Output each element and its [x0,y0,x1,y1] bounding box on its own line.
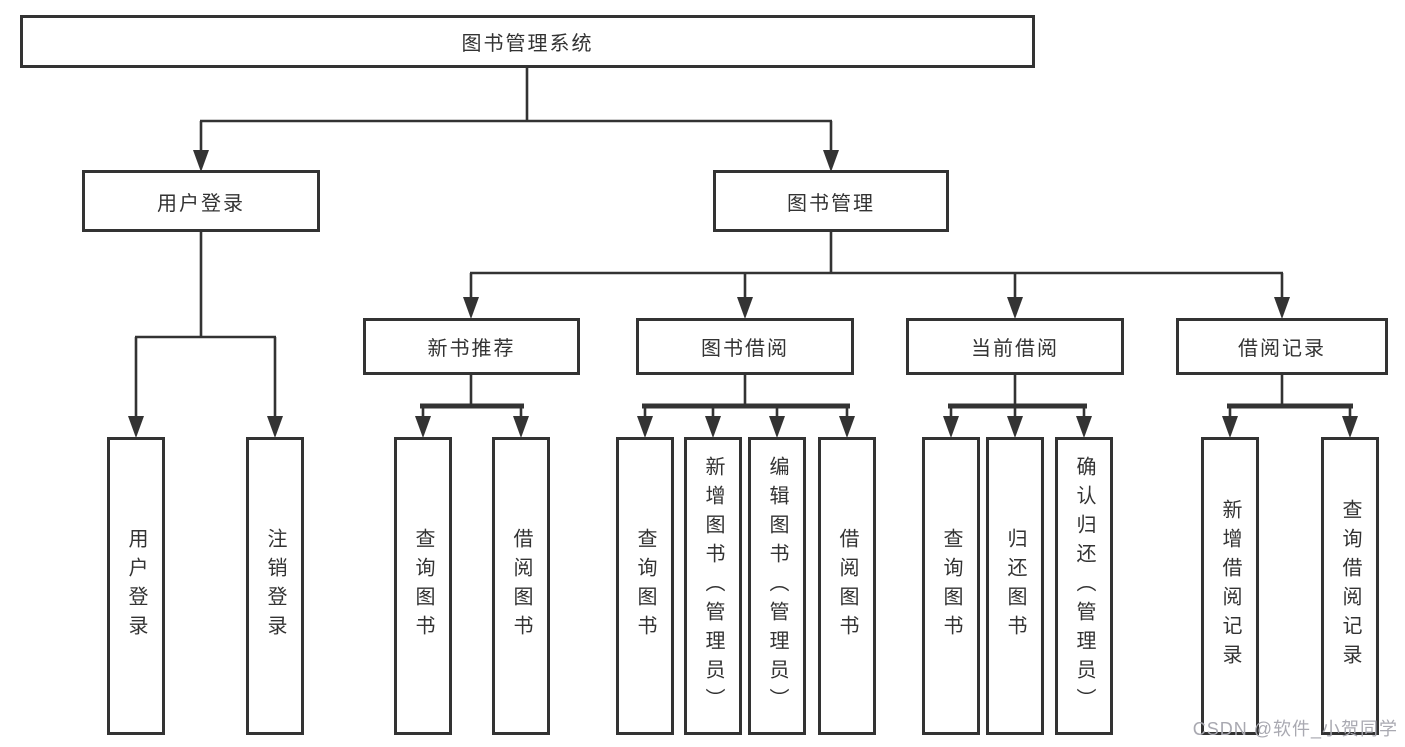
leaf-add-books-admin: 新增图书（管理员） [684,437,742,735]
leaf-borrow-books-borrowing: 借阅图书 [818,437,876,735]
leaf-query-books-current: 查询图书 [922,437,980,735]
leaf-query-borrow-record: 查询借阅记录 [1321,437,1379,735]
leaf-borrow-books-recommend: 借阅图书 [492,437,550,735]
node-library-management-system: 图书管理系统 [20,15,1035,68]
node-book-management: 图书管理 [713,170,949,232]
leaf-confirm-return-admin: 确认归还（管理员） [1055,437,1113,735]
node-new-book-recommendation: 新书推荐 [363,318,580,375]
leaf-logout: 注销登录 [246,437,304,735]
leaf-edit-books-admin: 编辑图书（管理员） [748,437,806,735]
csdn-watermark: CSDN @软件_小贺同学 [1192,719,1398,739]
leaf-user-login: 用户登录 [107,437,165,735]
node-book-borrowing: 图书借阅 [636,318,854,375]
node-user-login: 用户登录 [82,170,320,232]
leaf-query-books-borrowing: 查询图书 [616,437,674,735]
leaf-add-borrow-record: 新增借阅记录 [1201,437,1259,735]
node-current-borrowing: 当前借阅 [906,318,1124,375]
leaf-query-books-recommend: 查询图书 [394,437,452,735]
leaf-return-books: 归还图书 [986,437,1044,735]
node-borrowing-records: 借阅记录 [1176,318,1388,375]
